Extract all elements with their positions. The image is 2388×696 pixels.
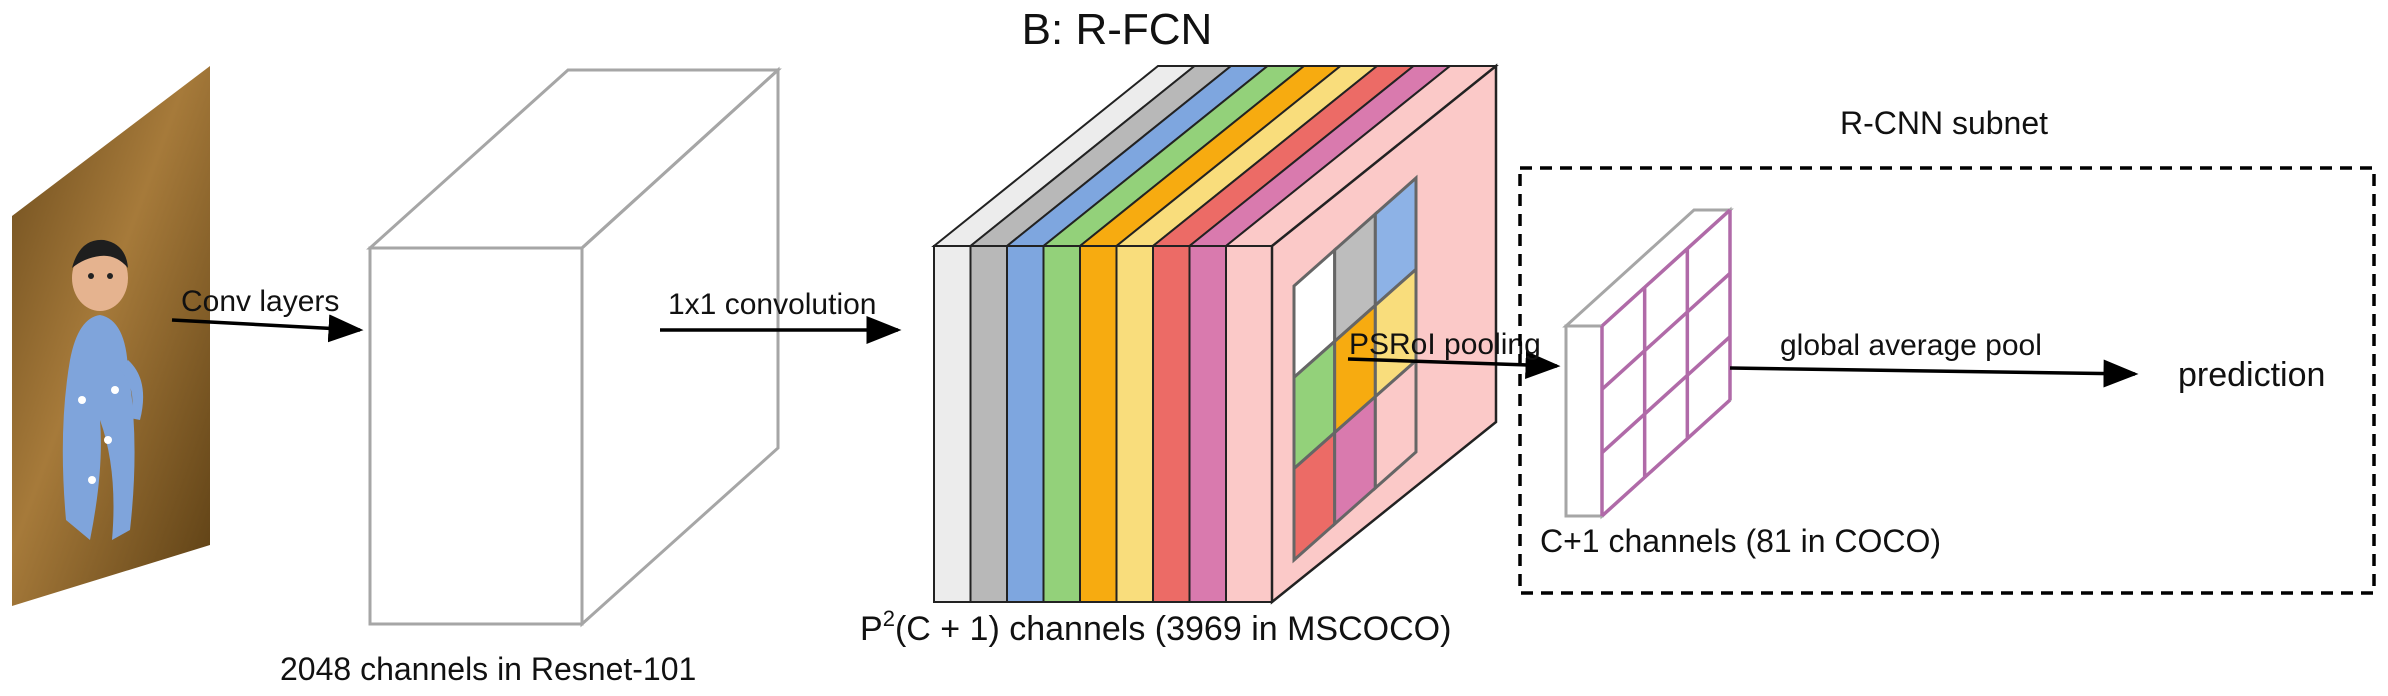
- prediction-label: prediction: [2178, 356, 2325, 394]
- pooled-grid-line: [1600, 335, 1732, 454]
- resnet-channels-label: 2048 channels in Resnet-101: [280, 651, 696, 687]
- input-image: [12, 66, 210, 606]
- score-map-slice: [1225, 245, 1273, 603]
- conv-layers-arrow: [171, 314, 364, 343]
- pooled-score-block: [1562, 206, 1734, 520]
- score-maps-channels-label: P2(C + 1) channels (3969 in MSCOCO): [860, 606, 1451, 648]
- score-map-slice: [1152, 245, 1191, 603]
- conv1x1-label: 1x1 convolution: [668, 288, 876, 321]
- score-map-slice: [1079, 245, 1118, 603]
- score-map-slice: [933, 245, 972, 603]
- resnet-feature-block: [366, 66, 782, 628]
- pooled-grid-line: [1600, 272, 1732, 391]
- baby-photo-icon: [62, 239, 144, 540]
- psroi-pool-grid: [1292, 174, 1418, 564]
- global-avg-pool-arrow: [1729, 359, 2139, 388]
- pooled-grid-line: [1600, 208, 1732, 328]
- pool-grid-cell: [1373, 357, 1418, 492]
- score-map-slice: [1006, 245, 1045, 603]
- score-map-slice: [1042, 245, 1081, 603]
- score-map-slice: [969, 245, 1008, 603]
- score-map-slice: [1188, 245, 1227, 603]
- pooled-grid-line: [1600, 398, 1732, 518]
- conv-layers-label: Conv layers: [181, 285, 339, 318]
- rcnn-subnet-label: R-CNN subnet: [1840, 105, 2048, 141]
- global-avg-pool-label: global average pool: [1780, 329, 2042, 362]
- psroi-pooling-arrow: [1347, 350, 1561, 379]
- rcnn-subnet-box: [1518, 166, 2376, 595]
- score-map-slice: [1115, 245, 1154, 603]
- pooled-score-grid: [1600, 208, 1732, 518]
- diagram-title: B: R-FCN: [1022, 5, 1213, 54]
- pooled-channels-label: C+1 channels (81 in COCO): [1540, 523, 1941, 559]
- psroi-pooling-label: PSRoI pooling: [1349, 328, 1541, 361]
